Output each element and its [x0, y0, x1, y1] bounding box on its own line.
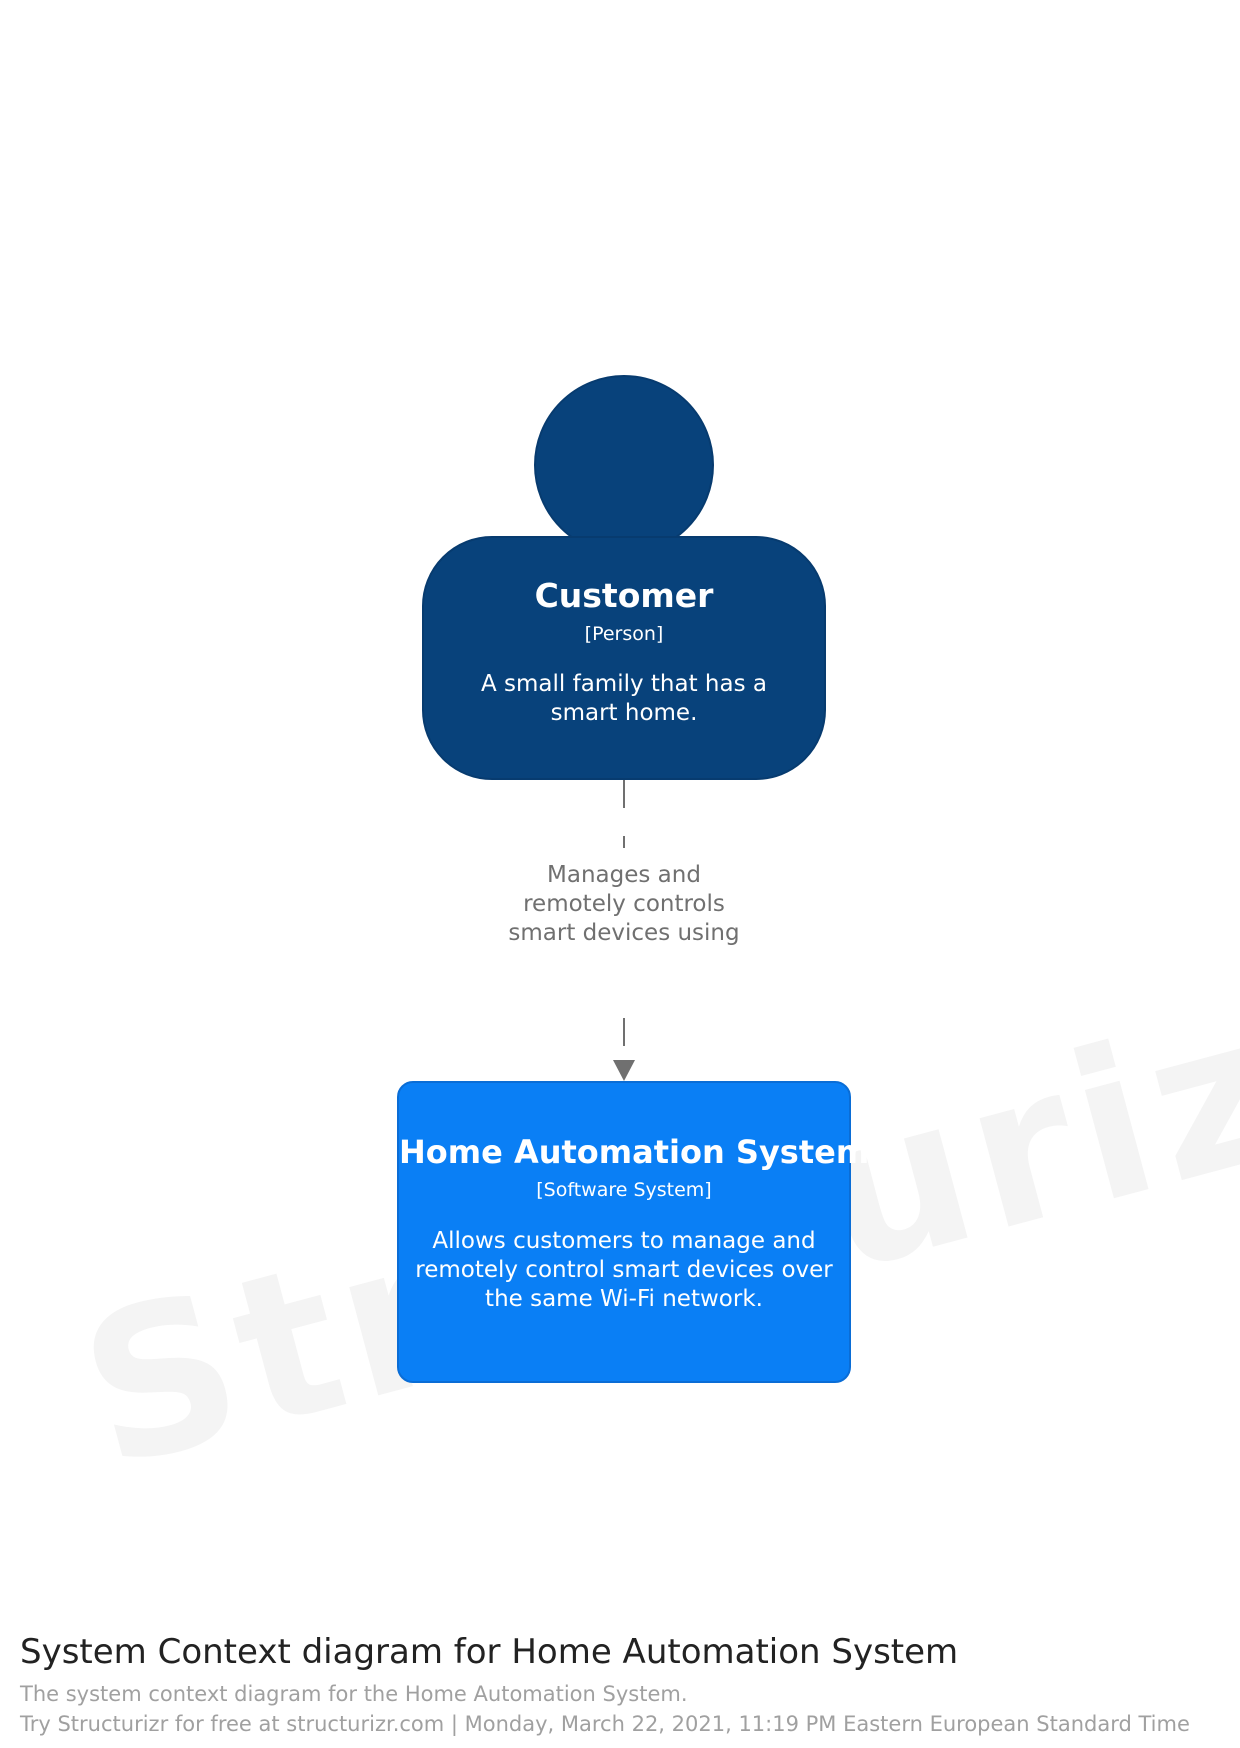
relationship-arrowhead: [613, 1060, 635, 1081]
relationship-label[interactable]: Manages and remotely controls smart devi…: [508, 862, 740, 946]
system-name: Home Automation System: [399, 1133, 870, 1171]
diagram-metadata: Try Structurizr for free at structurizr.…: [20, 1712, 1190, 1736]
person-description: A small family that has a smart home.: [481, 671, 767, 726]
system-type: [Software System]: [536, 1179, 712, 1201]
person-customer[interactable]: Customer [Person] A small family that ha…: [422, 536, 826, 780]
system-description: Allows customers to manage and remotely …: [415, 1228, 833, 1312]
person-name: Customer: [534, 576, 714, 615]
person-type: [Person]: [584, 623, 664, 645]
diagram-title: System Context diagram for Home Automati…: [20, 1632, 959, 1672]
person-head-icon: [534, 375, 714, 555]
diagram-description: The system context diagram for the Home …: [20, 1682, 688, 1706]
software-system-home-automation[interactable]: Home Automation System [Software System]…: [397, 1081, 870, 1383]
